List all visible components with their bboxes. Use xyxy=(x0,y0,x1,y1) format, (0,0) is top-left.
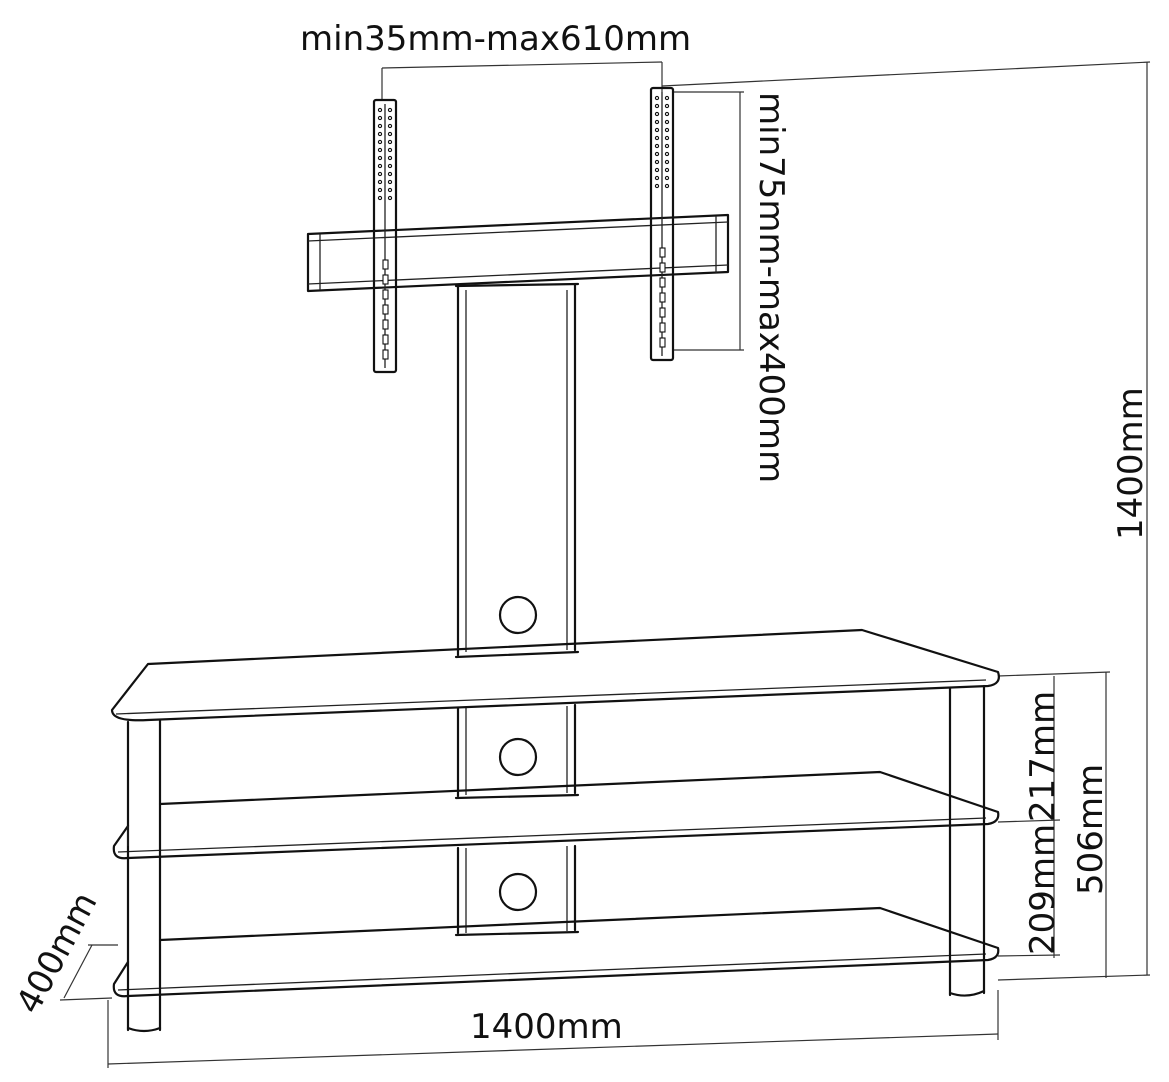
mount-hole xyxy=(664,95,670,101)
mount-hole xyxy=(664,111,670,117)
mount-slot xyxy=(382,334,389,345)
mount-hole xyxy=(664,127,670,133)
bracket-right-holes xyxy=(654,95,670,348)
total-height-label: 1400mm xyxy=(1111,387,1151,540)
mount-hole xyxy=(377,139,383,145)
cable-hole-lower xyxy=(498,872,538,912)
mount-hole xyxy=(387,179,393,185)
mount-hole xyxy=(387,187,393,193)
mount-hole xyxy=(387,195,393,201)
mount-hole xyxy=(387,163,393,169)
mount-hole xyxy=(387,131,393,137)
mount-hole xyxy=(664,135,670,141)
mount-hole xyxy=(664,143,670,149)
mount-hole xyxy=(377,123,383,129)
mount-hole xyxy=(654,183,660,189)
mount-hole xyxy=(377,195,383,201)
mount-hole xyxy=(387,123,393,129)
mount-hole xyxy=(377,155,383,161)
mount-hole xyxy=(377,163,383,169)
front-left-leg xyxy=(126,718,162,1033)
cable-hole-middle xyxy=(498,737,538,777)
mount-hole xyxy=(664,159,670,165)
mount-hole xyxy=(654,95,660,101)
mount-hole xyxy=(654,143,660,149)
mount-slot xyxy=(382,259,389,270)
width-label: 1400mm xyxy=(470,1007,623,1047)
top-shelf xyxy=(110,628,1000,722)
mount-hole xyxy=(654,167,660,173)
mount-hole xyxy=(654,159,660,165)
mount-hole xyxy=(387,155,393,161)
mount-slot xyxy=(659,337,666,348)
mount-width-label: min35mm-max610mm xyxy=(300,19,691,59)
mount-slot xyxy=(659,277,666,288)
mount-hole xyxy=(664,119,670,125)
mount-slot xyxy=(659,292,666,303)
mount-hole xyxy=(387,115,393,121)
column xyxy=(454,282,580,937)
mount-hole xyxy=(664,151,670,157)
mount-hole xyxy=(654,119,660,125)
mount-hole xyxy=(654,103,660,109)
mount-hole xyxy=(654,175,660,181)
mount-hole xyxy=(664,167,670,173)
mount-height-label: min75mm-max400mm xyxy=(751,92,791,483)
middle-shelf xyxy=(112,770,1000,860)
mount-hole xyxy=(654,111,660,117)
cable-hole-upper xyxy=(498,595,538,635)
mount-hole xyxy=(377,187,383,193)
mount-slot xyxy=(659,307,666,318)
mount-slot xyxy=(382,274,389,285)
dimension-lines xyxy=(59,61,1151,1068)
mount-hole xyxy=(654,127,660,133)
mount-slot xyxy=(382,319,389,330)
mount-hole xyxy=(377,107,383,113)
mount-hole xyxy=(377,179,383,185)
mount-hole xyxy=(654,135,660,141)
mount-slot xyxy=(659,262,666,273)
mount-hole xyxy=(387,107,393,113)
shelf-gap-top-label: 217mm xyxy=(1023,691,1063,822)
mount-slot xyxy=(382,289,389,300)
front-right-leg xyxy=(948,684,986,997)
mount-hole xyxy=(377,115,383,121)
mount-hole xyxy=(377,131,383,137)
depth-label: 400mm xyxy=(9,886,106,1021)
mount-hole xyxy=(664,175,670,181)
mount-slot xyxy=(382,349,389,360)
mount-slot xyxy=(382,304,389,315)
mount-hole xyxy=(654,151,660,157)
mount-hole xyxy=(377,147,383,153)
shelf-gap-bottom-label: 209mm xyxy=(1023,824,1063,955)
bottom-shelf xyxy=(112,906,1000,998)
mount-hole xyxy=(664,183,670,189)
bracket-left-holes xyxy=(377,107,393,360)
mount-hole xyxy=(377,171,383,177)
mount-slot xyxy=(659,247,666,258)
mount-hole xyxy=(664,103,670,109)
crossbar xyxy=(306,213,730,293)
mount-slot xyxy=(659,322,666,333)
shelf-stack-height-label: 506mm xyxy=(1071,764,1111,895)
mount-hole xyxy=(387,139,393,145)
mount-hole xyxy=(387,171,393,177)
mount-hole xyxy=(387,147,393,153)
bracket-left xyxy=(372,98,398,374)
